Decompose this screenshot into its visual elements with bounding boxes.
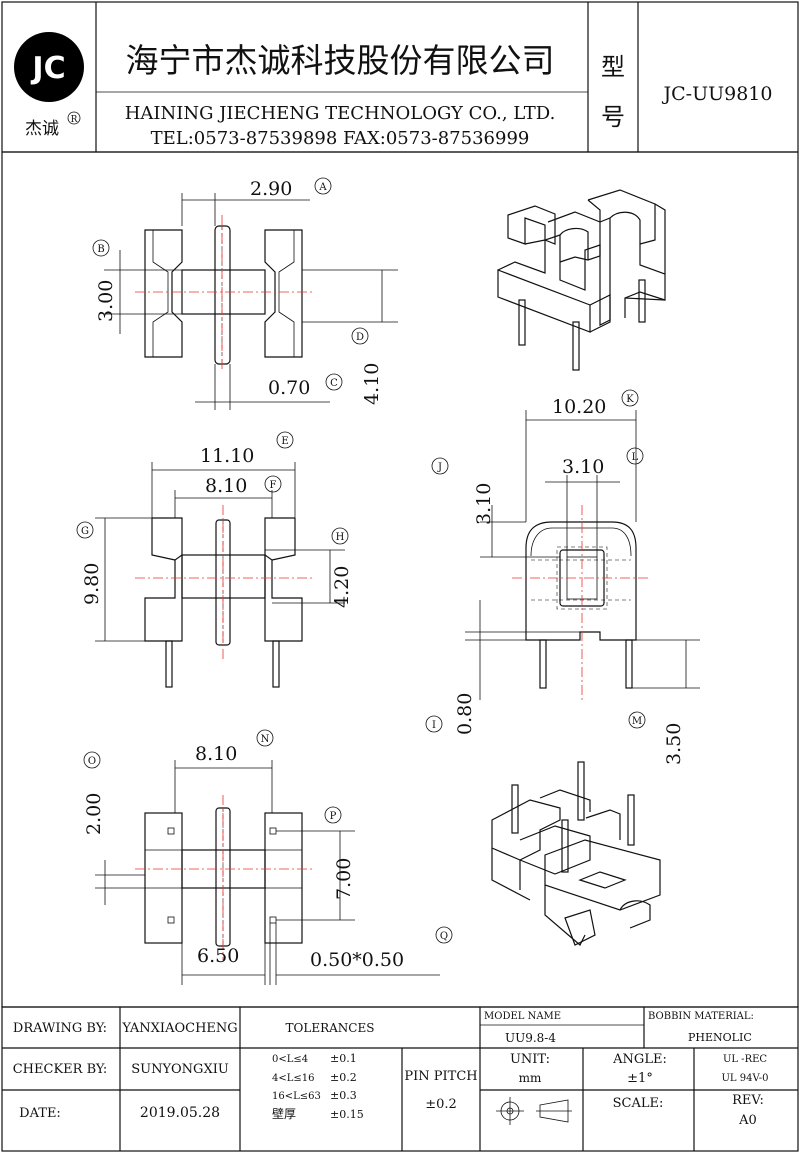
date-value: 2019.05.28 — [140, 1105, 220, 1121]
dim-O-value: 2.00 — [83, 793, 105, 835]
pin-pitch-label: PIN PITCH — [404, 1069, 477, 1084]
ul-94v0: UL 94V-0 — [721, 1073, 768, 1084]
company-logo: JC 杰诚 R — [14, 32, 84, 139]
angle-value: ±1° — [627, 1071, 653, 1086]
dim-F-tag: F — [270, 480, 277, 491]
bobbin-material-label: BOBBIN MATERIAL: — [648, 1011, 754, 1022]
dim-bottom-width-value: 6.50 — [197, 945, 239, 967]
company-contact: TEL:0573-87539898 FAX:0573-87536999 — [151, 128, 530, 149]
tol-value-4: ±0.15 — [330, 1108, 364, 1121]
type-label-1: 型 — [601, 53, 625, 81]
isometric-view-bottom — [491, 761, 661, 946]
scale-label: SCALE: — [613, 1096, 664, 1111]
pin-pitch-value: ±0.2 — [425, 1097, 457, 1112]
projection-symbol-icon — [496, 1097, 572, 1125]
dim-M-tag: M — [632, 716, 642, 727]
registered-mark: R — [71, 115, 78, 125]
checker-by-value: SUNYONGXIU — [131, 1062, 229, 1077]
part-number: JC-UU9810 — [662, 83, 773, 105]
model-name-label: MODEL NAME — [484, 1011, 561, 1022]
dim-L-value: 3.10 — [562, 456, 604, 478]
dim-G-value: 9.80 — [81, 563, 103, 605]
dim-A-value: 2.90 — [250, 178, 292, 200]
drawing-area-frame — [1, 151, 799, 1008]
dim-J-value: 3.10 — [473, 483, 495, 525]
dim-C-tag: C — [330, 378, 338, 389]
type-label-2: 号 — [601, 103, 625, 131]
dim-H-value: 4.20 — [331, 566, 353, 608]
isometric-view-top — [497, 189, 666, 371]
top-view: 2.90 A 3.00 B 0.70 C 4.10 D — [92, 177, 398, 410]
model-name-value: UU9.8-4 — [505, 1031, 556, 1045]
dim-P-tag: P — [330, 811, 337, 822]
tol-range-3: 16<L≤63 — [272, 1091, 321, 1102]
dim-E-value: 11.10 — [200, 445, 254, 467]
drawing-by-value: YANXIAOCHENG — [121, 1021, 237, 1036]
tol-range-1: 0<L≤4 — [272, 1054, 308, 1065]
dim-B-value: 3.00 — [95, 280, 117, 322]
bottom-view: 8.10 N 2.00 O 7.00 P 6.50 0.50*0.50 Q — [83, 729, 453, 985]
rev-value: A0 — [738, 1113, 757, 1128]
logo-subtext: 杰诚 — [25, 119, 59, 139]
side-view: 10.20 K 3.10 L 3.10 J 0.80 I 3.50 M — [425, 389, 700, 765]
dim-P-value: 7.00 — [333, 858, 355, 900]
dim-A-tag: A — [318, 182, 327, 193]
dim-B-tag: B — [97, 244, 104, 255]
dim-H-tag: H — [336, 532, 345, 543]
company-name-en: HAINING JIECHENG TECHNOLOGY CO., LTD. — [125, 103, 556, 124]
dim-D-value: 4.10 — [361, 363, 383, 405]
dim-C-value: 0.70 — [268, 377, 310, 399]
dim-L-tag: L — [632, 452, 639, 463]
dim-J-tag: J — [437, 462, 442, 473]
dim-M-value: 3.50 — [663, 723, 685, 765]
angle-label: ANGLE: — [612, 1052, 667, 1067]
logo-mark: JC — [30, 51, 65, 86]
dim-I-value: 0.80 — [454, 693, 476, 735]
header-block: JC 杰诚 R 海宁市杰诚科技股份有限公司 HAINING JIECHENG T… — [1, 1, 799, 153]
dim-E-tag: E — [281, 436, 288, 447]
tol-value-1: ±0.1 — [330, 1052, 357, 1065]
dim-F-value: 8.10 — [205, 475, 247, 497]
front-view: 11.10 E 8.10 F 9.80 G 4.20 H — [76, 431, 353, 688]
dim-K-value: 10.20 — [552, 396, 606, 418]
tol-value-3: ±0.3 — [330, 1089, 357, 1102]
tolerances-label: TOLERANCES — [286, 1021, 375, 1035]
rev-label: REV: — [732, 1093, 764, 1108]
date-label: DATE: — [19, 1106, 61, 1121]
checker-by-label: CHECKER BY: — [13, 1062, 108, 1077]
dim-K-tag: K — [626, 394, 634, 405]
tol-range-2: 4<L≤16 — [272, 1073, 315, 1084]
unit-value: mm — [519, 1071, 542, 1085]
bobbin-material-value: PHENOLIC — [688, 1031, 752, 1044]
dim-I-tag: I — [432, 720, 436, 731]
drawing-by-label: DRAWING BY: — [13, 1021, 107, 1036]
dim-N-tag: N — [261, 734, 270, 745]
ul-rec: UL -REC — [723, 1054, 767, 1065]
dim-Q-tag: Q — [440, 931, 448, 942]
dim-O-tag: O — [88, 756, 96, 767]
dim-Q-value: 0.50*0.50 — [310, 949, 404, 971]
dim-D-tag: D — [356, 332, 364, 343]
unit-label: UNIT: — [510, 1052, 550, 1067]
dim-G-tag: G — [81, 526, 89, 537]
dim-N-value: 8.10 — [195, 743, 237, 765]
tol-range-4: 壁厚 — [272, 1106, 296, 1121]
company-name-cn: 海宁市杰诚科技股份有限公司 — [126, 41, 555, 80]
title-block: DRAWING BY: YANXIAOCHENG CHECKER BY: SUN… — [1, 1006, 799, 1152]
tol-value-2: ±0.2 — [330, 1071, 357, 1084]
